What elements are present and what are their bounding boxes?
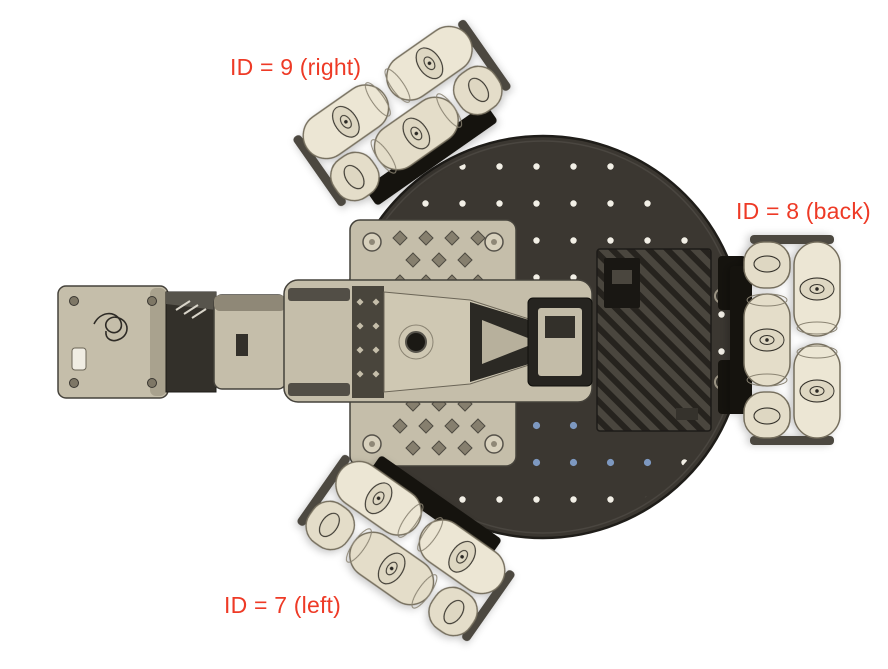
omni-wheel-id9-right xyxy=(287,12,517,214)
arm-joint xyxy=(405,331,427,353)
omni-wheel-id8-back xyxy=(730,234,841,446)
gripper-plate xyxy=(57,285,169,399)
vent-panel xyxy=(596,248,712,432)
annotation-wheel-id7-left: ID = 7 (left) xyxy=(224,592,341,618)
annotation-wheel-id9-right: ID = 9 (right) xyxy=(230,54,362,80)
robot-arm xyxy=(57,279,593,403)
omni-wheel-id7-left xyxy=(291,447,521,649)
annotation-wheel-id8-back: ID = 8 (back) xyxy=(736,198,871,224)
logo-squiggle xyxy=(93,312,128,342)
